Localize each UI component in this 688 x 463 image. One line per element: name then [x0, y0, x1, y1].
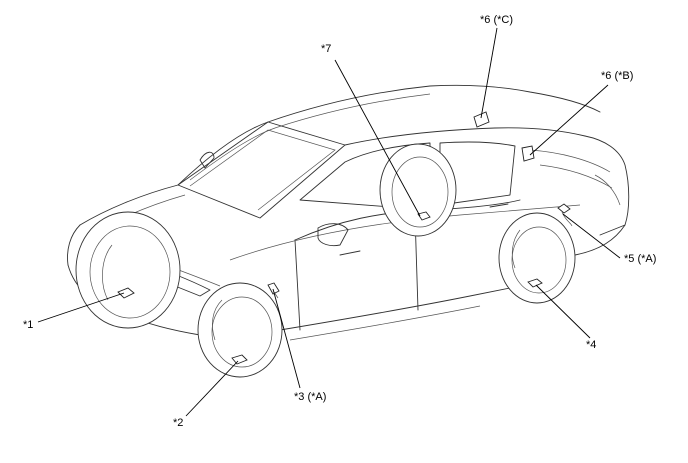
leader-6b	[529, 84, 609, 156]
leader-6c	[480, 27, 498, 119]
rear-right-wheel	[498, 212, 576, 304]
callout-labels: *1 *2 *3 (*A) *4 *5 (*A) *6 (*B) *6 (*C)…	[23, 14, 656, 429]
callout-2: *2	[173, 417, 183, 429]
sensor-front-harness	[267, 282, 280, 299]
front-right-wheel	[197, 282, 283, 378]
rear-left-wheel	[379, 143, 457, 237]
leader-lines	[37, 27, 621, 417]
callout-6b: *6 (*B)	[601, 70, 633, 82]
module-rear-deck	[521, 145, 535, 162]
callout-4: *4	[586, 339, 596, 351]
leader-1	[37, 292, 125, 323]
callout-1: *1	[23, 319, 33, 331]
leader-7	[334, 59, 421, 217]
leader-3	[272, 288, 301, 389]
callout-5: *5 (*A)	[624, 253, 656, 265]
callout-7: *7	[321, 43, 331, 55]
front-left-wheel	[75, 211, 181, 329]
sensor-rear-harness	[557, 203, 573, 227]
sensor-rear-left-wheel	[417, 211, 431, 221]
sensor-front-right-wheel	[231, 354, 248, 365]
sensor-rear-right-wheel	[527, 278, 543, 288]
callout-3: *3 (*A)	[294, 391, 326, 403]
leader-2	[185, 360, 239, 417]
sensor-front-left-wheel	[117, 287, 135, 299]
leader-4	[535, 284, 591, 339]
callout-6c: *6 (*C)	[480, 14, 513, 26]
leader-5	[562, 213, 621, 259]
